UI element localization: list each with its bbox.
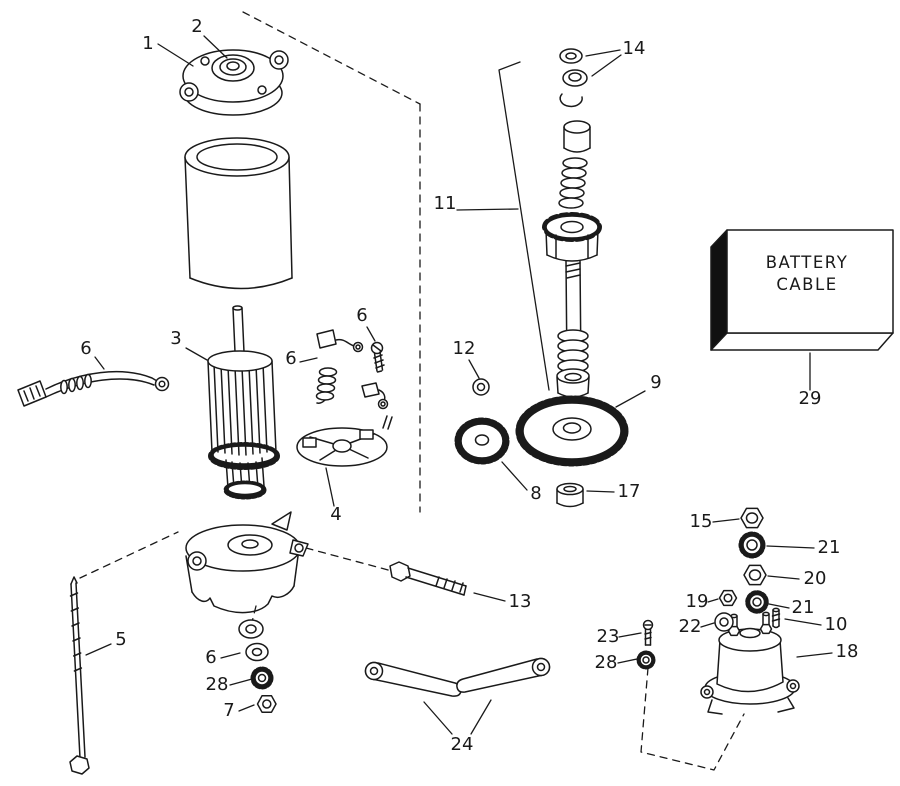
leader-21b [768, 603, 790, 609]
leader-19 [707, 598, 719, 603]
callout-labels: 1 2 3 4 5 6 6 6 6 7 8 9 10 11 12 13 14 1… [80, 16, 858, 755]
leader-23 [618, 632, 642, 638]
leader-24b [470, 699, 492, 735]
leader-6-wire [94, 356, 105, 370]
washer-stack-drawing [238, 619, 277, 713]
callout-17: 17 [618, 481, 641, 502]
callout-18: 18 [836, 641, 859, 662]
callout-10: 10 [825, 614, 848, 635]
solenoid-drawing [700, 607, 800, 715]
callout-3: 3 [170, 328, 181, 349]
lead-wire-drawing [17, 370, 170, 407]
driven-gear-drawing [515, 395, 629, 467]
cable-links-drawing [364, 657, 551, 697]
leader-18 [796, 652, 833, 658]
leader-14a [585, 49, 621, 57]
leader-5 [85, 643, 112, 656]
callout-6-screw: 6 [356, 305, 367, 326]
leader-9 [615, 390, 646, 408]
leader-13 [473, 592, 506, 602]
leader-6-brush [299, 357, 318, 363]
drive-bracket-line [498, 61, 550, 391]
callout-5: 5 [115, 629, 126, 650]
leader-28a [229, 678, 253, 686]
leader-6-screw [366, 326, 376, 342]
callout-28-left: 28 [206, 674, 229, 695]
solenoid-hardware-drawing [636, 507, 769, 670]
leader-4 [325, 467, 335, 507]
thrust-washer-drawing [472, 378, 490, 396]
callout-22: 22 [679, 616, 702, 637]
callout-7: 7 [223, 700, 234, 721]
leader-17 [586, 490, 615, 493]
leader-10 [784, 618, 822, 626]
callout-21-lower: 21 [792, 597, 815, 618]
callout-24: 24 [451, 734, 474, 755]
callout-21-upper: 21 [818, 537, 841, 558]
callout-12: 12 [453, 338, 476, 359]
callout-6-brush: 6 [285, 348, 296, 369]
leader-2 [203, 35, 228, 59]
leader-8 [501, 461, 528, 491]
callout-8: 8 [530, 483, 541, 504]
leader-14b [591, 54, 622, 77]
leader-28b [617, 658, 638, 664]
leader-15 [712, 518, 740, 523]
leader-20 [767, 575, 800, 580]
callout-28-right: 28 [595, 652, 618, 673]
callout-11: 11 [434, 193, 457, 214]
through-bolt-drawing [69, 576, 90, 775]
callout-15: 15 [690, 511, 713, 532]
dashed-guides [79, 11, 745, 771]
callout-20: 20 [804, 568, 827, 589]
leader-12 [468, 359, 480, 379]
callout-9: 9 [650, 372, 661, 393]
callout-29: 29 [799, 388, 822, 409]
callout-13: 13 [509, 591, 532, 612]
callout-14: 14 [623, 38, 646, 59]
leader-11 [456, 208, 519, 211]
battery-cable-label-line1: BATTERY [766, 253, 849, 272]
drive-assembly-drawing [542, 48, 602, 398]
armature-drawing [207, 305, 280, 500]
brush-set-drawing [315, 329, 389, 410]
callout-23: 23 [597, 626, 620, 647]
motor-housing-drawing [184, 137, 293, 290]
leader-24a [423, 701, 453, 735]
end-cap-drawing [179, 49, 289, 116]
callout-6-wire: 6 [80, 338, 91, 359]
callout-1: 1 [142, 33, 153, 54]
pinion-gear-drawing [454, 417, 510, 465]
bushing-drawing [556, 482, 584, 508]
leader-lines [85, 35, 833, 735]
leader-21a [766, 545, 815, 549]
mount-bracket-drawing [185, 511, 309, 614]
brush-plate-drawing [296, 415, 393, 467]
callout-19: 19 [686, 591, 709, 612]
battery-cable-box: BATTERY CABLE [710, 229, 894, 351]
callout-6-washers: 6 [205, 647, 216, 668]
leader-6-washers [220, 652, 241, 659]
leader-1 [157, 43, 194, 67]
battery-cable-label-line2: CABLE [776, 275, 837, 294]
leader-3 [185, 347, 208, 361]
callout-4: 4 [330, 504, 341, 525]
leader-7 [238, 704, 255, 712]
callout-2: 2 [191, 16, 202, 37]
leader-22 [700, 622, 715, 628]
mount-bolt-drawing [389, 561, 467, 596]
